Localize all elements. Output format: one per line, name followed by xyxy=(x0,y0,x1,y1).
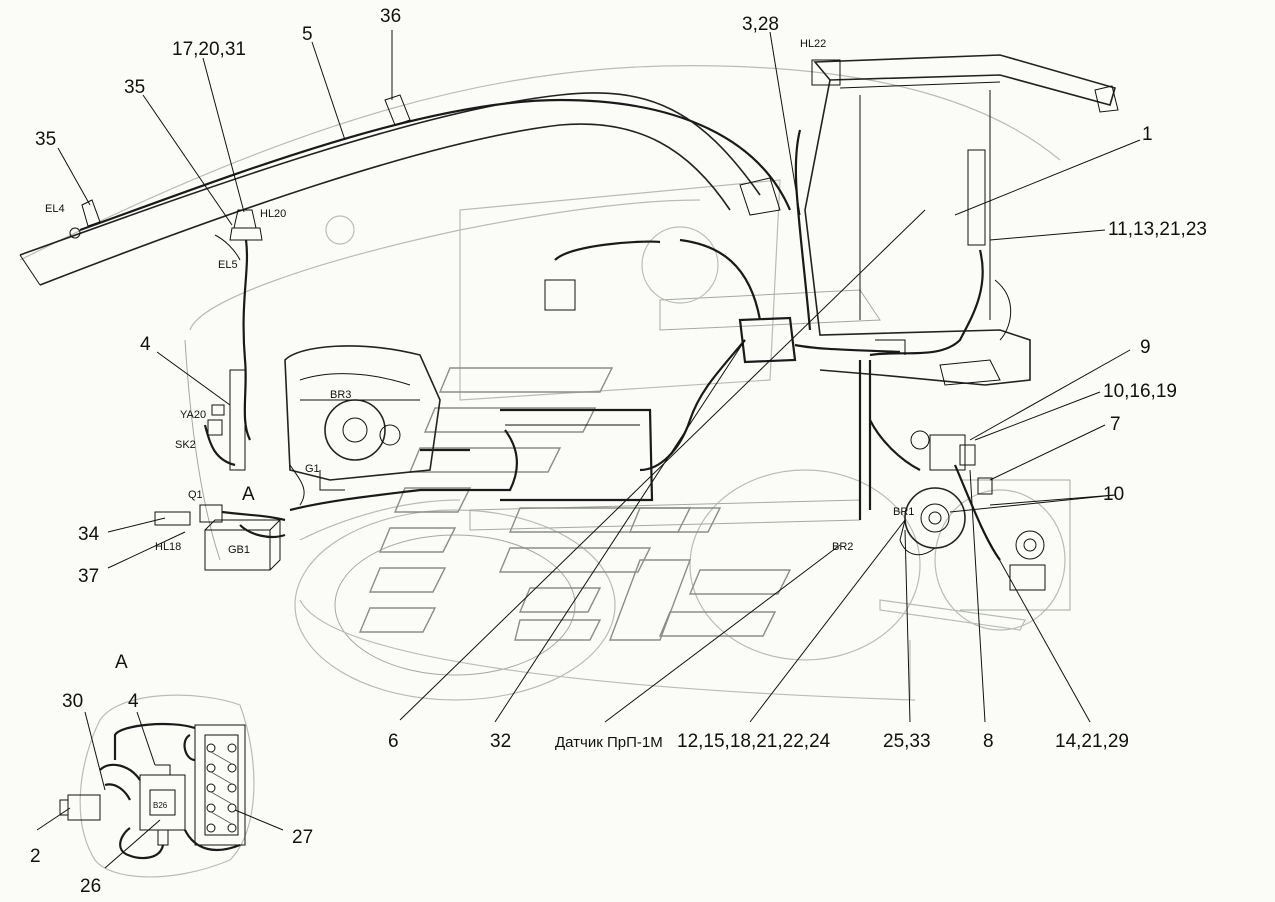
label-27: 27 xyxy=(292,827,313,848)
comp-ya20: YA20 xyxy=(180,409,206,421)
comp-gb1: GB1 xyxy=(228,544,250,556)
position-labels: 1 3,28 4 5 36 17,20,31 35 35 11,13,21,23… xyxy=(30,6,1207,897)
label-25-33: 25,33 xyxy=(883,731,931,752)
label-10: 10 xyxy=(1103,484,1124,505)
main-harness xyxy=(289,238,921,520)
label-2: 2 xyxy=(30,846,41,867)
label-17-20-31: 17,20,31 xyxy=(172,39,246,60)
battery-area xyxy=(154,504,286,571)
engine xyxy=(284,345,441,506)
label-5: 5 xyxy=(302,24,313,45)
label-35-top: 35 xyxy=(124,77,145,98)
label-30: 30 xyxy=(62,691,83,712)
leader-lines xyxy=(36,30,1141,869)
label-4-detail: 4 xyxy=(128,691,139,712)
label-1: 1 xyxy=(1142,124,1153,145)
header-boom xyxy=(19,92,792,286)
label-8: 8 xyxy=(983,731,994,752)
comp-hl18: HL18 xyxy=(155,541,181,553)
label-26: 26 xyxy=(80,876,101,897)
label-9: 9 xyxy=(1140,337,1151,358)
terminal-block xyxy=(206,743,237,833)
label-35-left: 35 xyxy=(35,129,56,150)
comp-br3: BR3 xyxy=(330,389,351,401)
label-32: 32 xyxy=(490,731,511,752)
left-devices xyxy=(203,369,246,471)
comp-g1: G1 xyxy=(305,463,320,475)
watermark-logo xyxy=(358,367,792,641)
comp-br1: BR1 xyxy=(893,506,914,518)
comp-sk2: SK2 xyxy=(175,439,196,451)
cab-frame xyxy=(794,54,1119,386)
label-7: 7 xyxy=(1110,414,1121,435)
label-36: 36 xyxy=(380,6,401,27)
label-11-13-21-23: 11,13,21,23 xyxy=(1108,219,1207,240)
view-a-marker: А xyxy=(242,484,255,505)
background-outline xyxy=(19,65,1071,701)
label-6: 6 xyxy=(388,731,399,752)
label-4: 4 xyxy=(140,334,151,355)
comp-el4: EL4 xyxy=(45,203,65,215)
comp-hl20: HL20 xyxy=(260,208,286,220)
label-10-16-19: 10,16,19 xyxy=(1103,381,1177,402)
detail-view-a xyxy=(59,694,255,878)
comp-b26: B26 xyxy=(153,801,168,810)
comp-hl22: HL22 xyxy=(800,38,826,50)
component-labels: HL22 HL20 EL4 EL5 YA20 SK2 BR3 G1 Q1 HL1… xyxy=(45,38,914,810)
comp-br2: BR2 xyxy=(832,541,853,553)
label-34: 34 xyxy=(78,524,100,545)
label-12-15-18-21-22-24: 12,15,18,21,22,24 xyxy=(677,731,831,752)
label-14-21-29: 14,21,29 xyxy=(1055,731,1129,752)
comp-q1: Q1 xyxy=(188,489,203,501)
label-sensor: Датчик ПрП-1М xyxy=(555,734,663,751)
comp-el5: EL5 xyxy=(218,259,238,271)
label-3-28: 3,28 xyxy=(742,14,779,35)
view-a-title: А xyxy=(115,652,128,673)
label-37: 37 xyxy=(78,566,99,587)
